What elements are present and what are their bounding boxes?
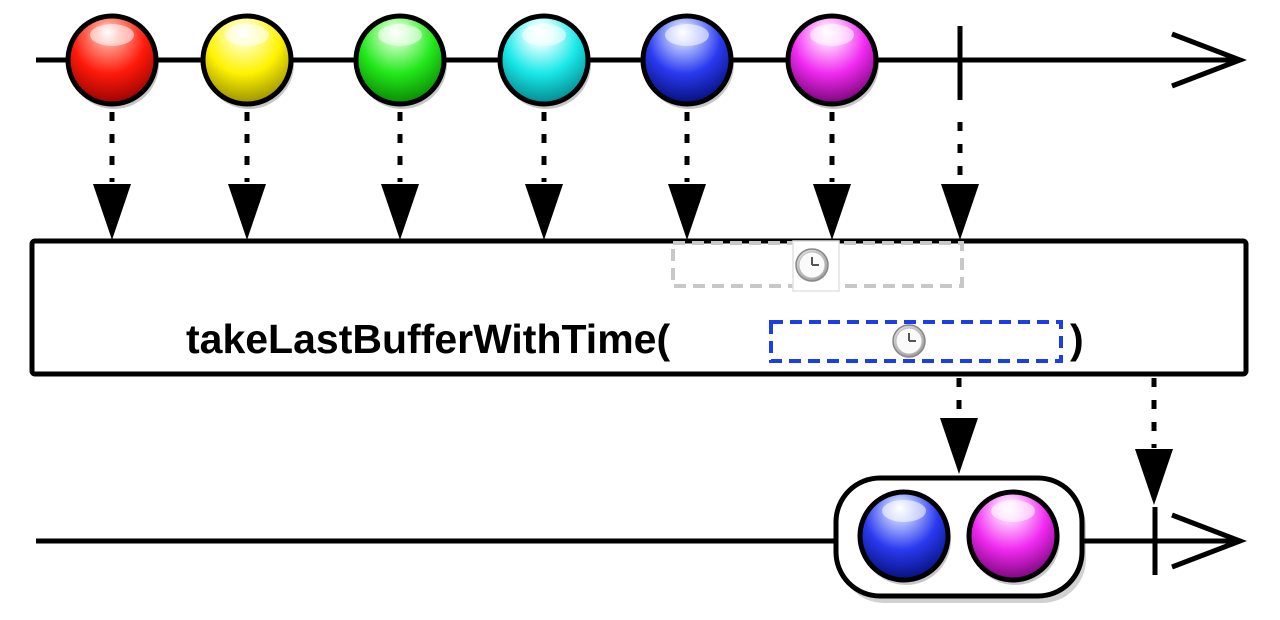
input-arrow-6 [813, 112, 851, 240]
operator-box-border [29, 238, 1249, 377]
output-marble-magenta-body [966, 489, 1060, 583]
marble-red-body [65, 13, 159, 107]
output-arrows [940, 378, 1173, 505]
marble-red [65, 13, 159, 109]
operator-name: takeLastBufferWithTime( [186, 316, 670, 362]
completion-arrow-out-head [1135, 449, 1173, 505]
output-marble-magenta-highlight [991, 500, 1035, 522]
marble-magenta-highlight [810, 24, 854, 46]
marble-blue-body [640, 13, 734, 107]
output-marble-blue-body [857, 489, 951, 583]
input-arrow-3 [381, 112, 419, 240]
input-arrow-4-head [525, 184, 563, 240]
input-arrow-4 [525, 112, 563, 240]
marble-cyan-body [497, 13, 591, 107]
input-arrow-2 [228, 112, 266, 240]
completion-arrow-out [1135, 378, 1173, 505]
output-timeline-arrowhead [1171, 512, 1248, 570]
output-marble-blue-highlight [882, 500, 926, 522]
input-arrow-1 [93, 112, 131, 240]
input-arrow-5-head [668, 184, 706, 240]
input-time-window [671, 240, 964, 292]
marble-yellow-highlight [225, 24, 269, 46]
clock-icon [795, 248, 829, 282]
time-parameter-box [769, 320, 1063, 363]
marble-yellow-body [200, 13, 294, 107]
operator-close-paren: ) [1070, 316, 1084, 362]
input-timeline-arrowhead [1171, 31, 1248, 89]
input-marbles [65, 13, 879, 109]
output-marbles [857, 489, 1060, 585]
input-arrow-6-head [813, 184, 851, 240]
marble-magenta-body [785, 13, 879, 107]
marble-cyan-highlight [522, 24, 566, 46]
output-buffer [833, 475, 1086, 603]
buffer-emit-arrow [940, 378, 978, 474]
output-marble-magenta [966, 489, 1060, 585]
clock-icon [892, 324, 926, 358]
completion-arrow-in [941, 122, 979, 240]
marble-green-highlight [378, 24, 422, 46]
completion-arrow-in-head [941, 184, 979, 240]
input-arrow-2-head [228, 184, 266, 240]
marble-blue-highlight [665, 24, 709, 46]
operator-box [29, 238, 1249, 377]
input-arrow-3-head [381, 184, 419, 240]
marble-red-highlight [90, 24, 134, 46]
input-arrow-5 [668, 112, 706, 240]
marble-magenta [785, 13, 879, 109]
marble-green-body [353, 13, 447, 107]
marble-blue [640, 13, 734, 109]
marble-cyan [497, 13, 591, 109]
buffer-emit-arrow-head [940, 418, 978, 474]
output-marble-blue [857, 489, 951, 585]
marble-green [353, 13, 447, 109]
input-arrows [93, 112, 979, 240]
input-arrow-1-head [93, 184, 131, 240]
marble-yellow [200, 13, 294, 109]
